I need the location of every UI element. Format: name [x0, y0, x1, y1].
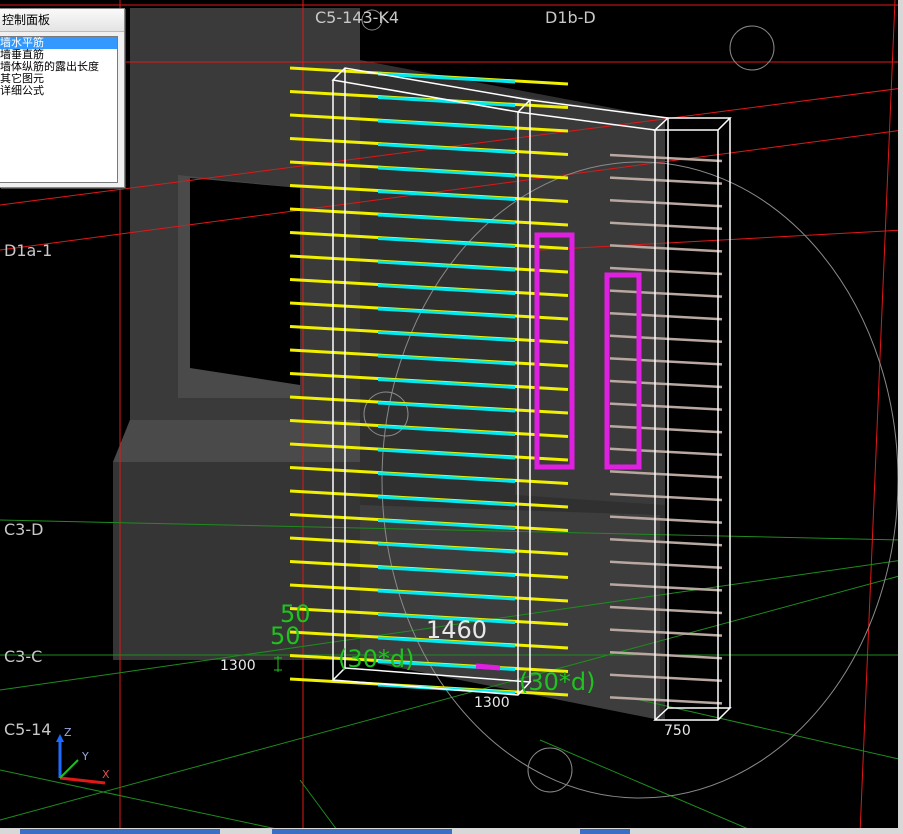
panel-item-detailed-formula[interactable]: 详细公式: [0, 85, 44, 97]
lap-length-left: (30*d): [338, 645, 415, 673]
axis-label-left-1: D1a-1: [4, 241, 53, 260]
rebar-cyan: [377, 96, 516, 107]
rebar-cyan: [377, 589, 516, 601]
rebar-cyan: [377, 542, 516, 554]
panel-item-exposed-length[interactable]: 墙体纵筋的露出长度: [0, 61, 99, 73]
dim-750: 750: [664, 723, 691, 739]
dim-1300-bottom: 1300: [474, 695, 510, 711]
rebar-cyan: [377, 72, 516, 84]
triad-z-label: Z: [64, 726, 72, 739]
rebar-cyan: [377, 190, 516, 201]
axis-label-left-4: C5-14: [4, 720, 52, 739]
rebar-gray: [609, 560, 723, 570]
rebar-gray: [609, 153, 723, 163]
rebar-cyan: [377, 307, 516, 319]
panel-item-other-elements[interactable]: 其它图元: [0, 73, 44, 85]
rebar-cyan: [377, 378, 516, 389]
rebar-gray: [609, 650, 723, 660]
lap-length-right: (30*d): [519, 668, 596, 696]
rebar-cyan: [377, 354, 516, 366]
dim-1300-left: 1300: [220, 658, 256, 674]
rebar-gray: [609, 379, 723, 389]
horizontal-rebar-gray: [609, 153, 723, 705]
rebar-gray: [609, 515, 723, 524]
dim-50-lower: 50: [270, 622, 301, 650]
axis-label-left-2: C3-D: [4, 520, 44, 539]
rebar-gray: [609, 492, 723, 502]
dim-1460: 1460: [426, 616, 488, 644]
bottom-tab-2[interactable]: [272, 829, 452, 834]
rebar-gray: [609, 537, 723, 547]
control-panel-title: 控制面板: [0, 9, 124, 32]
concrete-wall: [113, 8, 665, 720]
rebar-cyan: [377, 636, 516, 648]
panel-item-vertical-rebar[interactable]: 墙垂直筋: [0, 49, 44, 61]
rebar-gray: [609, 447, 723, 457]
rebar-cyan: [377, 331, 516, 342]
axis-label-top-left: C5-143-K4: [315, 8, 400, 27]
rebar-gray: [609, 424, 723, 434]
rebar-gray: [609, 470, 723, 479]
rebar-cyan: [377, 119, 516, 131]
rebar-gray: [609, 176, 723, 185]
rebar-gray: [609, 266, 723, 276]
axis-label-left-3: C3-C: [4, 647, 43, 666]
rebar-cyan: [377, 495, 516, 507]
panel-item-horizontal-rebar[interactable]: 墙水平筋: [0, 37, 117, 49]
rebar-gray: [609, 605, 723, 615]
rebar-cyan: [377, 143, 516, 154]
rebar-cyan: [377, 260, 516, 272]
control-panel-list[interactable]: 墙水平筋 墙垂直筋 墙体纵筋的露出长度 其它图元 详细公式: [0, 36, 118, 183]
dim-50-upper: 50: [280, 600, 311, 628]
rebar-gray: [609, 583, 723, 592]
control-panel[interactable]: 控制面板 墙水平筋 墙垂直筋 墙体纵筋的露出长度 其它图元 详细公式: [0, 8, 125, 188]
rebar-cyan: [377, 472, 516, 483]
dimension-ticks: [274, 656, 282, 672]
triad-y-label: Y: [82, 750, 89, 763]
rebar-gray: [609, 334, 723, 344]
axis-label-top-right: D1b-D: [545, 8, 596, 27]
rebar-gray: [609, 696, 723, 705]
selected-rebar-highlight: [475, 232, 642, 671]
rebar-gray: [609, 628, 723, 637]
window-border-right: [898, 0, 903, 834]
rebar-cyan: [377, 166, 516, 178]
rebar-cyan: [377, 213, 516, 225]
coordinate-triad: [56, 734, 106, 785]
rebar-cyan: [377, 613, 516, 624]
rebar-cyan: [377, 237, 516, 248]
bottom-tab-3[interactable]: [580, 829, 630, 834]
rebar-cyan: [377, 519, 516, 530]
rebar-cyan: [377, 401, 516, 413]
rebar-gray: [609, 402, 723, 411]
rebar-cyan: [377, 425, 516, 436]
rebar-cyan: [377, 448, 516, 460]
rebar-cyan: [377, 566, 516, 577]
rebar-cyan: [377, 284, 516, 295]
rebar-gray: [609, 289, 723, 298]
rebar-gray: [609, 198, 723, 208]
bottom-tab-1[interactable]: [20, 829, 220, 834]
rebar-gray: [609, 673, 723, 683]
rebar-gray: [609, 311, 723, 321]
triad-x-label: X: [102, 768, 110, 781]
rebar-gray: [609, 221, 723, 231]
rebar-gray: [609, 244, 723, 253]
rebar-gray: [609, 357, 723, 366]
wall-wireframe: [331, 67, 732, 721]
